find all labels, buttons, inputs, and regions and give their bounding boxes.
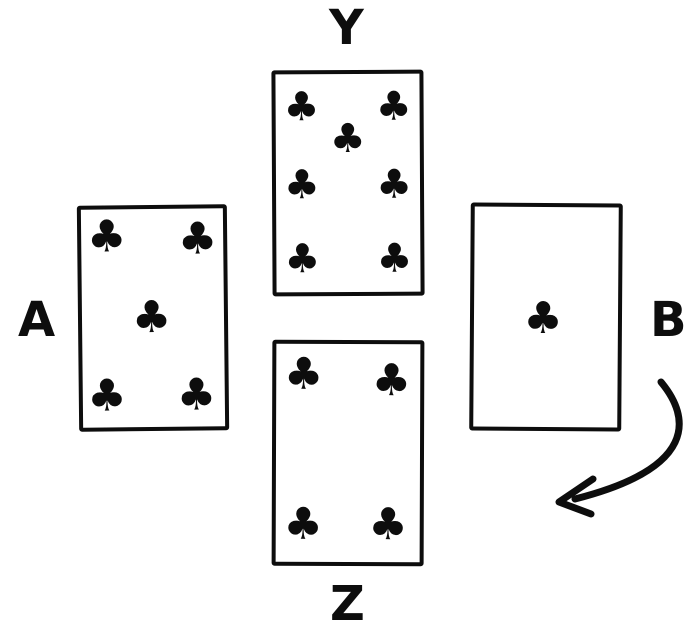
card-z-four-of-clubs: ♣ ♣ ♣ ♣ — [271, 339, 425, 567]
card-label-a: A — [18, 292, 55, 348]
club-pip: ♣ — [86, 211, 127, 264]
club-pip: ♣ — [131, 291, 172, 344]
club-pip: ♣ — [368, 499, 408, 551]
club-pip: ♣ — [283, 498, 323, 550]
club-pip: ♣ — [375, 83, 412, 130]
club-pip: ♣ — [283, 83, 320, 131]
club-pip: ♣ — [177, 212, 218, 265]
club-pip: ♣ — [329, 116, 366, 163]
club-pip: ♣ — [376, 235, 413, 283]
club-pip: ♣ — [523, 293, 564, 345]
card-label-y: Y — [329, 0, 364, 56]
card-label-z: Z — [330, 576, 365, 632]
club-pip: ♣ — [284, 236, 321, 283]
card-label-b: B — [650, 292, 687, 348]
club-pip: ♣ — [176, 369, 217, 422]
club-pip: ♣ — [283, 348, 324, 400]
counterclockwise-arrow-icon — [555, 378, 683, 518]
club-pip: ♣ — [283, 162, 320, 209]
card-a-five-of-clubs: ♣♣♣♣♣ — [76, 204, 230, 432]
card-y-seven-of-clubs: ♣♣♣♣♣♣♣ — [271, 69, 425, 297]
club-pip: ♣ — [376, 161, 413, 209]
club-pip: ♣ — [371, 355, 412, 407]
club-pip: ♣ — [86, 370, 127, 423]
